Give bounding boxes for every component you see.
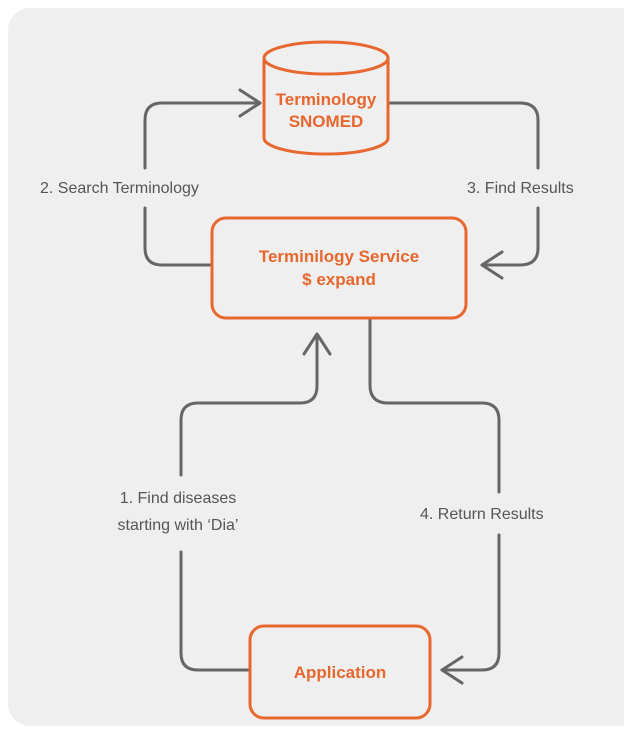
application-label: Application [294,663,387,682]
node-terminology-database: Terminology SNOMED [262,40,390,156]
edge-return-results: 4. Return Results [368,316,544,685]
edge-label-find-diseases-line2: starting with ‘Dia’ [118,517,239,534]
service-label-line1: Terminilogy Service [259,247,419,266]
edge-label-find-results: 3. Find Results [467,180,574,197]
edge-label-search-terminology: 2. Search Terminology [40,180,199,197]
node-application: Application [248,624,432,720]
arrowhead-icon [302,332,332,356]
edge-find-diseases: 1. Find diseases starting with ‘Dia’ [118,332,332,672]
edge-label-find-diseases-line1: 1. Find diseases [120,490,237,507]
arrowhead-icon [480,250,504,280]
database-label-line2: SNOMED [289,112,364,131]
service-label-line2: $ expand [302,270,376,289]
node-terminology-service: Terminilogy Service $ expand [210,216,468,320]
edge-label-return-results: 4. Return Results [420,506,544,523]
arrowhead-icon [440,655,464,685]
edge-search-terminology: 2. Search Terminology [40,88,262,267]
database-label-line1: Terminology [276,90,377,109]
arrowhead-icon [238,88,262,118]
edge-find-results: 3. Find Results [388,101,574,280]
